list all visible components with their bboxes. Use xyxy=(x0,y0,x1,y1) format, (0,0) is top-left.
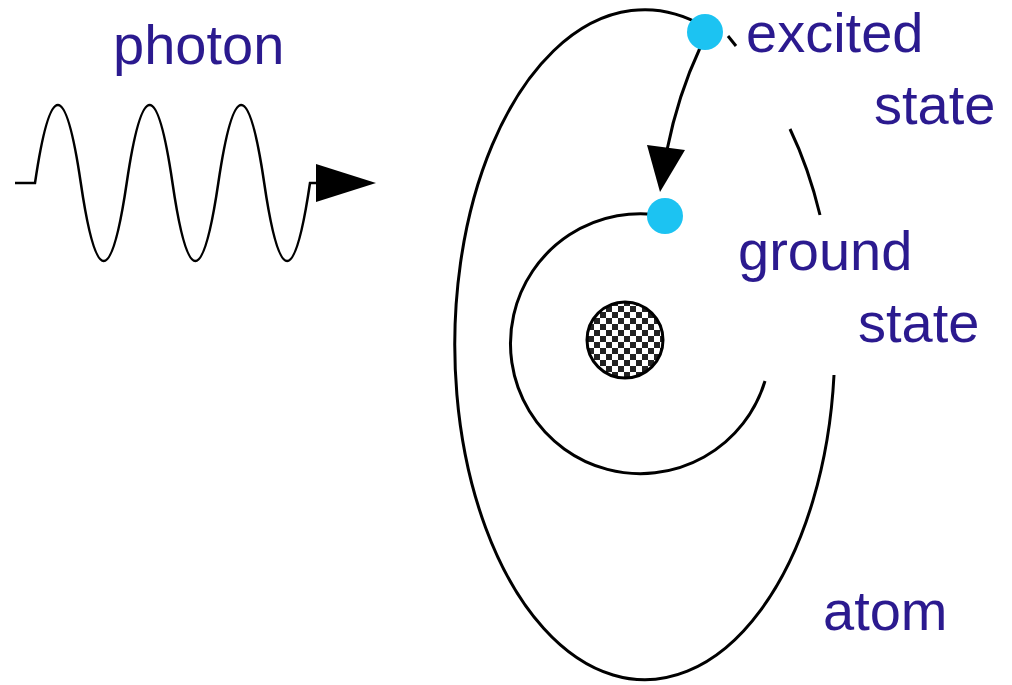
outer-orbit-segment xyxy=(790,129,820,215)
inner-orbit xyxy=(510,214,765,474)
state-label: ground state xyxy=(738,215,998,359)
outer-orbit xyxy=(455,10,834,680)
photon-label: photon xyxy=(113,9,373,81)
photon-arrowhead xyxy=(316,164,376,202)
outer-orbit-tick xyxy=(728,36,736,46)
transition-arrow xyxy=(667,48,700,150)
atom-label: atom xyxy=(823,575,1003,647)
state-label: excited state xyxy=(746,0,1006,141)
transition-arrowhead xyxy=(647,145,685,192)
photon-wave xyxy=(15,105,320,261)
nucleus xyxy=(587,302,663,378)
electron-ground xyxy=(647,198,683,234)
electron-excited xyxy=(687,14,723,50)
